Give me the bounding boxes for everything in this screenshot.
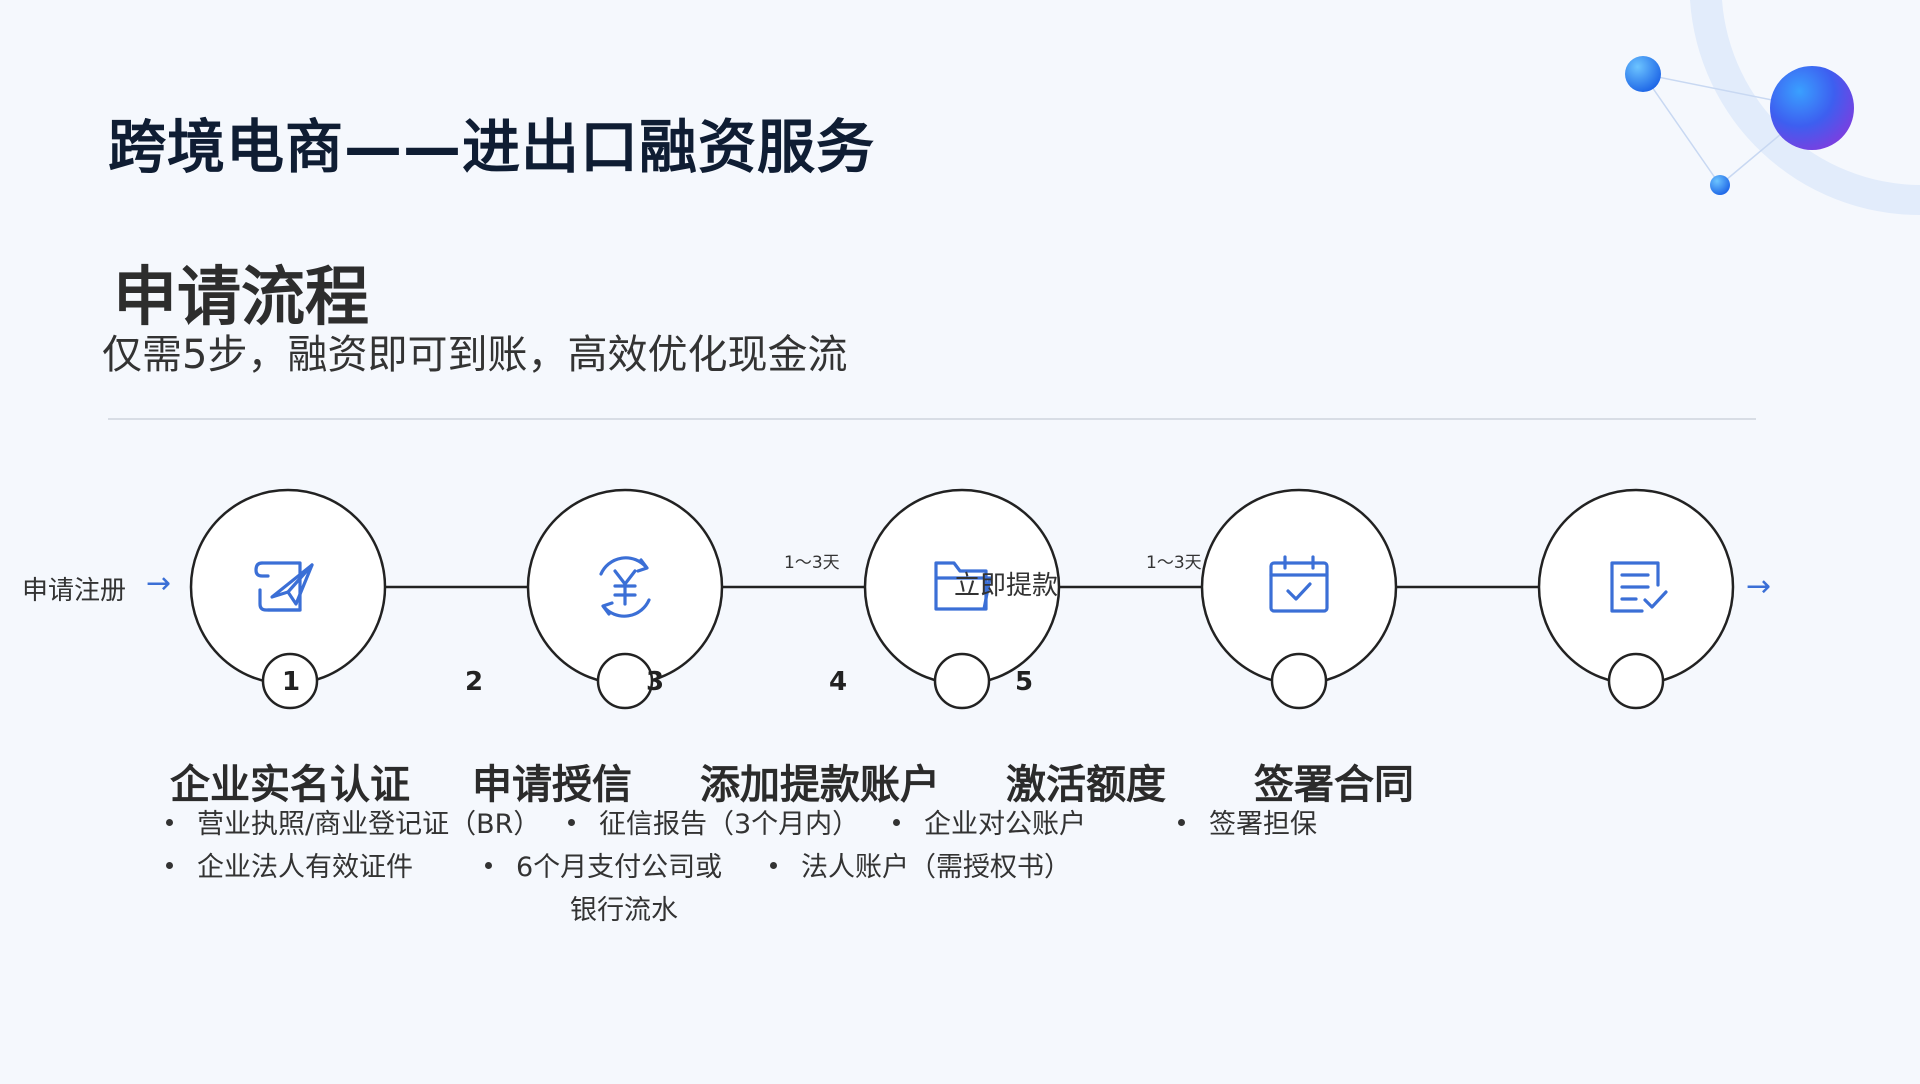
step-title-1: 企业实名认证 (170, 762, 410, 808)
list-item: 企业法人有效证件 (166, 854, 413, 881)
list-item: 签署担保 (1178, 811, 1317, 838)
list-check-icon (1610, 561, 1668, 613)
step-node-3 (863, 488, 1061, 710)
duration-label-1: 1～3天 (784, 553, 840, 573)
step-node-4 (1200, 488, 1398, 710)
yuan-cycle-icon (599, 556, 651, 618)
small-sphere-left (1625, 56, 1661, 92)
arrow-right-icon: → (146, 566, 172, 601)
document-send-icon (254, 561, 314, 612)
folder-icon (934, 561, 992, 611)
register-label: 申请注册 (22, 576, 127, 606)
list-item-continuation: 银行流水 (570, 895, 678, 926)
withdraw-label: 立即提款 (954, 571, 1059, 601)
step-title-5: 签署合同 (1254, 762, 1414, 808)
step-number-1: 1 (282, 667, 301, 697)
list-item: 营业执照/商业登记证（BR） (166, 811, 540, 838)
list-item: 6个月支付公司或 (485, 854, 722, 881)
small-sphere-bottom (1710, 175, 1730, 195)
divider (108, 418, 1756, 420)
list-item: 法人账户（需授权书） (770, 854, 1071, 881)
step-title-4: 激活额度 (1006, 762, 1166, 808)
step-number-2: 2 (465, 667, 484, 697)
step-title-2: 申请授信 (472, 762, 632, 808)
step-number-4: 4 (829, 667, 848, 697)
section-title: 申请流程 (113, 261, 369, 335)
page-title: 跨境电商——进出口融资服务 (108, 113, 876, 181)
step-number-3: 3 (646, 667, 665, 697)
list-item: 征信报告（3个月内） (568, 811, 859, 838)
section-subtitle: 仅需5步，融资即可到账，高效优化现金流 (102, 332, 848, 378)
step-title-3: 添加提款账户 (700, 762, 940, 808)
step-node-1 (189, 488, 387, 710)
arrow-right-icon: → (1746, 569, 1772, 604)
step-number-5: 5 (1015, 667, 1034, 697)
large-sphere (1770, 66, 1854, 150)
calendar-check-icon (1269, 555, 1329, 613)
list-item: 企业对公账户 (893, 811, 1086, 838)
duration-label-2: 1～3天 (1146, 553, 1202, 573)
